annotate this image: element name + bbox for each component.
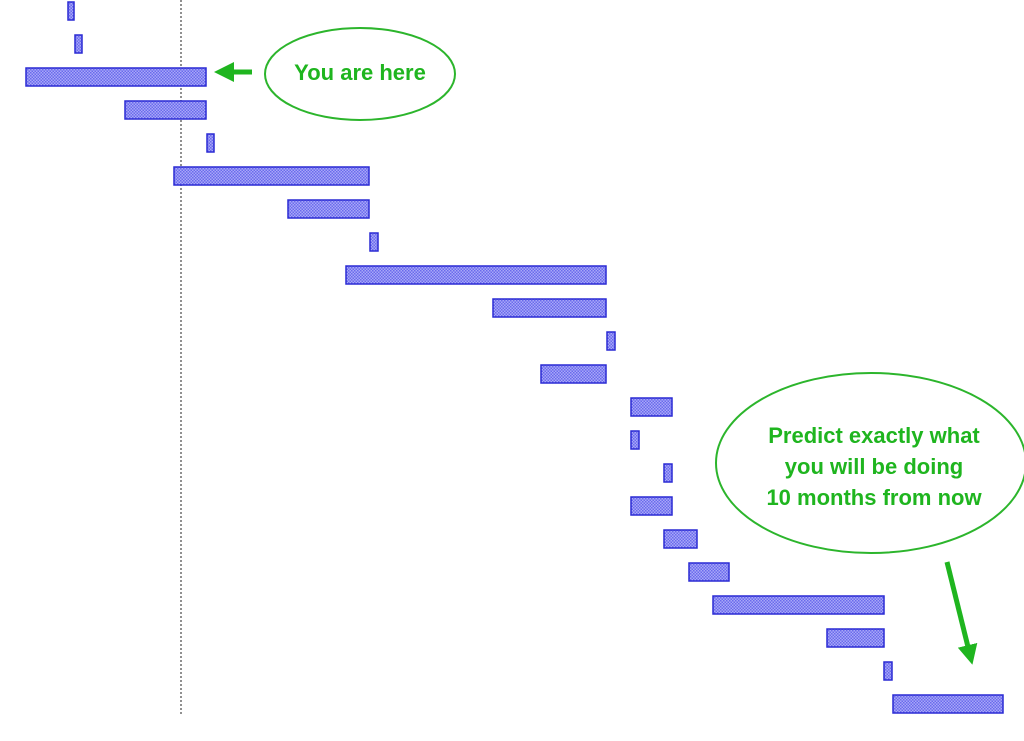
prediction-arrow [944,561,978,665]
you-are-here-label: You are here [294,60,426,85]
task-bar [173,166,370,186]
prediction-bubble [715,372,1024,554]
task-bar [688,562,730,582]
task-bar [74,34,83,54]
task-bar [663,463,673,483]
task-bar [663,529,698,549]
task-bar [287,199,370,219]
task-bar [124,100,207,120]
task-bar [712,595,885,615]
you-are-here-bubble [264,27,456,121]
task-bar [206,133,215,153]
task-bar [345,265,607,285]
prediction-line-1: Predict exactly what [768,423,980,448]
task-bar [630,397,673,417]
task-bar [492,298,607,318]
task-bar [630,496,673,516]
task-bar [606,331,616,351]
task-bar [883,661,893,681]
task-bar [826,628,885,648]
task-bar [630,430,640,450]
task-bar [25,67,207,87]
task-bar [892,694,1004,714]
prediction-line-3: 10 months from now [766,485,982,510]
task-bar [540,364,607,384]
prediction-line-2: you will be doing [784,454,964,479]
prediction-label: Predict exactly what you will be doing 1… [724,420,1024,513]
task-bar [67,1,75,21]
task-bar [369,232,379,252]
